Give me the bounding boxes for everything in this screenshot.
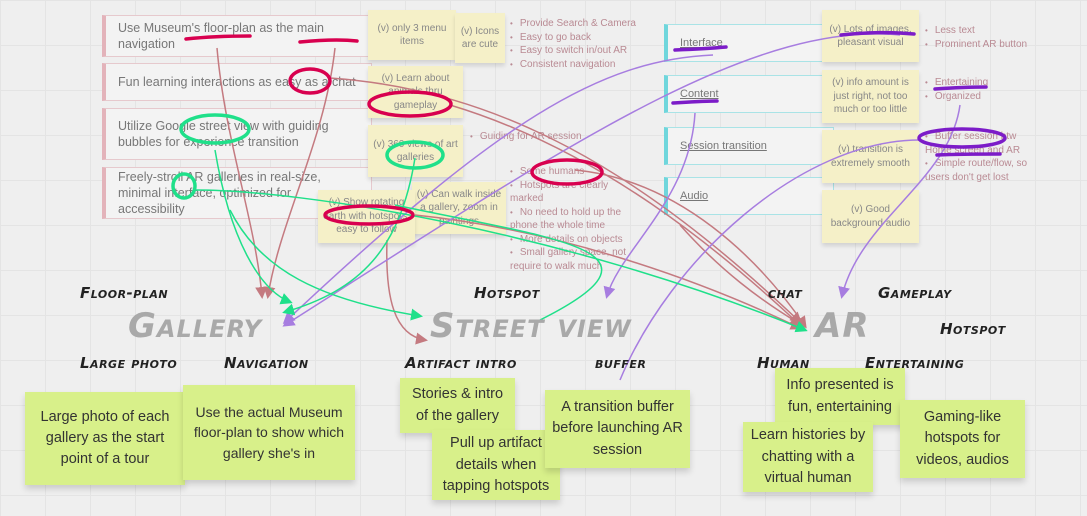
bullet-list: Some humans Hotspots are clearly marked … [510, 165, 635, 273]
sticky-note[interactable]: Pull up artifact details when tapping ho… [432, 430, 560, 500]
label-entertaining: Entertaining [865, 354, 965, 372]
bullet-list: Less text Prominent AR button [925, 24, 1027, 51]
sticky-note[interactable]: A transition buffer before launching AR … [545, 390, 690, 468]
bullet: Guiding for AR session [470, 130, 582, 144]
heading-gallery: Gallery [128, 306, 263, 346]
label-hotspot: Hotspot [940, 320, 1006, 338]
bullet: Buffer session btw Home screen and AR [925, 130, 1045, 157]
bullet: Easy to switch in/out AR [510, 44, 636, 58]
bullet: No need to hold up the phone the whole t… [510, 206, 635, 233]
label-buffer: buffer [595, 354, 647, 372]
sticky-note[interactable]: (v) only 3 menu items [368, 10, 456, 60]
label-large-photo: Large photo [80, 354, 178, 372]
label-floor-plan: Floor-plan [80, 284, 169, 302]
bullet: Provide Search & Camera [510, 17, 636, 31]
category-session-transition[interactable]: Session transition [664, 127, 834, 165]
bullet: Consistent navigation [510, 58, 636, 72]
sticky-note[interactable]: Info presented is fun, entertaining [775, 368, 905, 425]
bullet: More details on objects [510, 233, 635, 247]
idea-card[interactable]: Fun learning interactions as easy as a c… [102, 63, 372, 101]
category-content[interactable]: Content [664, 75, 834, 113]
bullet-list: Provide Search & Camera Easy to go back … [510, 17, 636, 71]
sticky-note[interactable]: (v) Learn about animals thru gameplay [368, 66, 463, 118]
bullet: Small gallery space, not require to walk… [510, 246, 635, 273]
bullet: Organized [925, 90, 988, 104]
bullet-list: Entertaining Organized [925, 76, 988, 103]
bullet: Hotspots are clearly marked [510, 179, 635, 206]
label-chat: chat [768, 284, 803, 302]
heading-street-view: Street view [430, 306, 632, 346]
sticky-note[interactable]: Learn histories by chatting with a virtu… [743, 422, 873, 492]
label-artifact-intro: Artifact intro [405, 354, 517, 372]
label-navigation: Navigation [224, 354, 309, 372]
label-gameplay: Gameplay [878, 284, 952, 302]
sticky-note[interactable]: Gaming-like hotspots for videos, audios [900, 400, 1025, 478]
sticky-note[interactable]: Large photo of each gallery as the start… [25, 392, 185, 485]
bullet: Prominent AR button [925, 38, 1027, 52]
bullet-list: Buffer session btw Home screen and AR Si… [925, 130, 1045, 184]
bullet: Less text [925, 24, 1027, 38]
bullet-list: Guiding for AR session [470, 130, 582, 144]
sticky-note[interactable]: (v) Show rotating earth with hotspots, e… [318, 190, 415, 243]
sticky-note[interactable]: (v) Lots of images, pleasant visual [822, 10, 919, 62]
sticky-note[interactable]: (v) 360 views of art galleries [368, 125, 463, 177]
category-audio[interactable]: Audio [664, 177, 834, 215]
idea-card[interactable]: Use Museum's floor-plan as the main navi… [102, 15, 372, 57]
sticky-note[interactable]: (v) Icons are cute [455, 13, 505, 63]
sticky-note[interactable]: (v) Good background audio [822, 190, 919, 243]
heading-ar: AR [815, 306, 870, 346]
sticky-note[interactable]: (v) transition is extremely smooth [822, 130, 919, 183]
sticky-note[interactable]: (v) Can walk inside a gallery, zoom in p… [412, 182, 506, 234]
sticky-note[interactable]: Stories & intro of the gallery [400, 378, 515, 433]
label-hotspot: Hotspot [474, 284, 540, 302]
label-human: Human [757, 354, 810, 372]
sticky-note[interactable]: Use the actual Museum floor-plan to show… [183, 385, 355, 480]
category-interface[interactable]: Interface [664, 24, 834, 62]
bullet: Simple route/flow, so users don't get lo… [925, 157, 1045, 184]
sticky-note[interactable]: (v) info amount is just right, not too m… [822, 70, 919, 123]
bullet: Some humans [510, 165, 635, 179]
bullet: Entertaining [925, 76, 988, 90]
bullet: Easy to go back [510, 31, 636, 45]
idea-card[interactable]: Utilize Google street view with guiding … [102, 108, 372, 160]
